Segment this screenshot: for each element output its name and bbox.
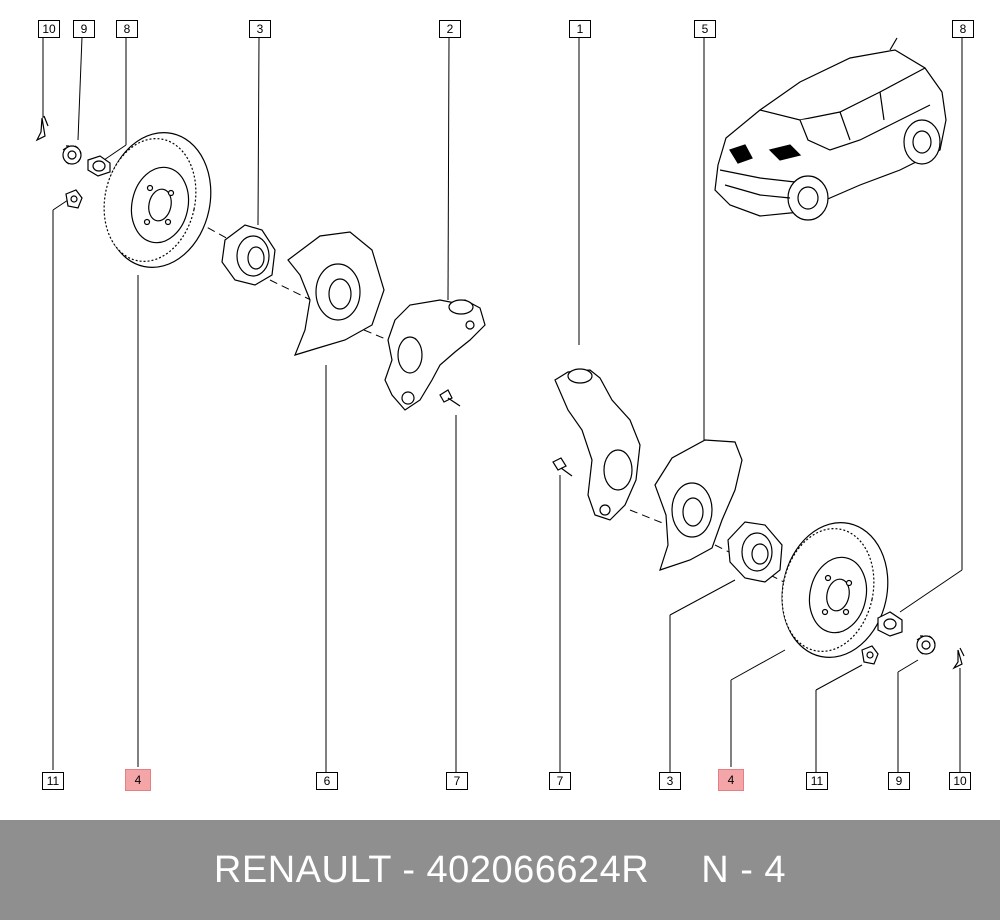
callout-7-bottom-left: 7 <box>446 772 468 790</box>
washer-icon <box>877 611 903 637</box>
hub-bearing-icon <box>727 521 783 583</box>
cotter-pin-icon <box>35 115 49 142</box>
right-assembly <box>552 368 965 670</box>
callout-10-bottom: 10 <box>949 772 971 790</box>
hub-nut-icon <box>916 635 936 655</box>
part-number-footer: RENAULT - 402066624R N - 4 <box>0 820 1000 920</box>
dust-shield-icon <box>287 231 385 356</box>
vehicle-icon <box>714 37 947 221</box>
callout-3-top-left: 3 <box>249 20 271 38</box>
callout-4-highlighted-left: 4 <box>125 769 151 791</box>
callout-1-top: 1 <box>569 20 591 38</box>
callout-11-bottom-left: 11 <box>42 772 64 790</box>
callout-8-top-left: 8 <box>116 20 138 38</box>
callout-7-bottom-right: 7 <box>549 772 571 790</box>
wheel-bolt-icon <box>65 189 83 209</box>
exploded-parts-diagram <box>35 36 965 772</box>
callout-2-top: 2 <box>439 20 461 38</box>
callout-4-highlighted-right: 4 <box>718 769 744 791</box>
brake-disc-icon <box>103 132 212 268</box>
dust-shield-icon <box>654 439 743 571</box>
callout-9-top-left: 9 <box>73 20 95 38</box>
callout-9-bottom: 9 <box>888 772 910 790</box>
hub-nut-icon <box>62 145 82 165</box>
callout-5-top: 5 <box>694 20 716 38</box>
callout-11-bottom-right: 11 <box>806 772 828 790</box>
brake-disc-icon <box>781 522 889 658</box>
steering-knuckle-icon <box>554 368 641 521</box>
screw-icon <box>439 389 461 407</box>
wheel-bolt-icon <box>861 645 879 665</box>
washer-icon <box>87 155 111 177</box>
part-label: RENAULT - 402066624R <box>213 848 650 891</box>
callout-3-bottom: 3 <box>659 772 681 790</box>
reference-label: N - 4 <box>701 848 787 891</box>
steering-knuckle-icon <box>384 299 486 411</box>
screw-icon <box>552 457 573 477</box>
callout-10-top-left: 10 <box>38 20 60 38</box>
callout-6-bottom: 6 <box>316 772 338 790</box>
callout-8-top-right: 8 <box>952 20 974 38</box>
left-assembly <box>35 115 486 411</box>
hub-bearing-icon <box>221 224 276 286</box>
cotter-pin-icon <box>952 647 965 670</box>
